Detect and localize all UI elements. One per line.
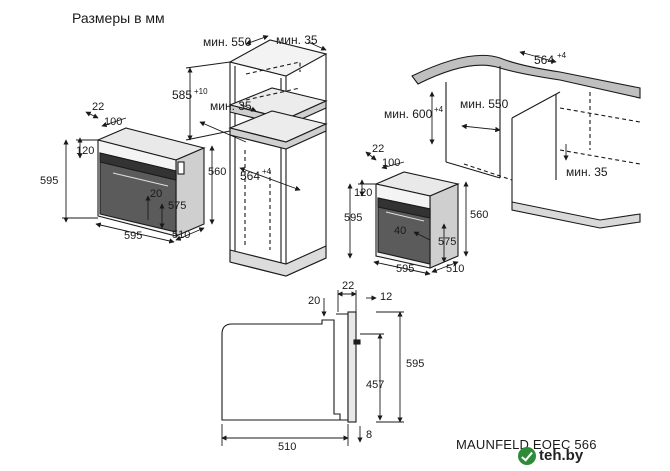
dim-s8: 8 [366, 429, 372, 441]
watermark: teh.by [518, 446, 636, 468]
dim-595-right-width: 595 [396, 263, 414, 275]
dim-120-right: 120 [354, 187, 372, 199]
dim-120-left: 120 [76, 145, 94, 157]
counter-cabinet [411, 54, 641, 229]
dim-22-left: 22 [92, 101, 104, 113]
dim-min600-tolerance: +4 [434, 105, 444, 114]
tall-cabinet [228, 39, 328, 277]
side-section [221, 311, 361, 423]
dim-564-left-tolerance: +4 [262, 167, 272, 176]
dim-564-right: 564 [534, 53, 554, 67]
model-name: MAUNFELD EOEC 566 [456, 437, 597, 452]
oven-right-dimensions [347, 151, 469, 276]
dim-min35-right: мин. 35 [566, 165, 608, 179]
tall-cabinet-dimensions [185, 35, 327, 191]
watermark-text: teh.by [539, 447, 584, 464]
dim-510-right: 510 [446, 263, 464, 275]
dim-585-tolerance: +10 [194, 87, 208, 96]
dim-564-left: 564 [240, 169, 260, 183]
dim-564-right-tolerance: +4 [557, 51, 567, 60]
dim-100-left: 100 [104, 116, 122, 128]
side-section-dimensions [221, 290, 404, 446]
dim-s510: 510 [278, 441, 296, 453]
counter-cabinet-dimensions [429, 50, 569, 161]
dim-s22: 22 [342, 280, 354, 292]
dim-575-left: 575 [168, 200, 186, 212]
dim-min600: мин. 600 [384, 107, 433, 121]
dim-s595: 595 [406, 358, 424, 370]
dim-510-left: 510 [172, 229, 190, 241]
oven-left-dimensions [62, 111, 215, 244]
dim-595-left-height: 595 [40, 175, 58, 187]
dim-40-right: 40 [394, 225, 406, 237]
page-title: Размеры в мм [72, 10, 165, 26]
dim-595-right-height: 595 [344, 212, 362, 224]
dim-20-left: 20 [150, 188, 162, 200]
dim-585: 585 [172, 88, 192, 102]
oven-left [96, 127, 206, 237]
dim-595-left-width: 595 [124, 230, 142, 242]
dim-s12: 12 [380, 291, 392, 303]
checkmark-icon [518, 447, 536, 465]
dim-22-right: 22 [372, 143, 384, 155]
dim-575-right: 575 [438, 236, 456, 248]
dim-min550-right: мин. 550 [460, 97, 509, 111]
oven-right [374, 171, 460, 269]
dim-100-right: 100 [382, 157, 400, 169]
dim-min550-top: мин. 550 [203, 35, 252, 49]
dim-560-left: 560 [208, 166, 226, 178]
dim-min35-mid: мин. 35 [210, 99, 252, 113]
dim-560-right: 560 [470, 209, 488, 221]
dim-min35-top: мин. 35 [276, 33, 318, 47]
dim-s457: 457 [366, 379, 384, 391]
dim-s20: 20 [308, 295, 320, 307]
